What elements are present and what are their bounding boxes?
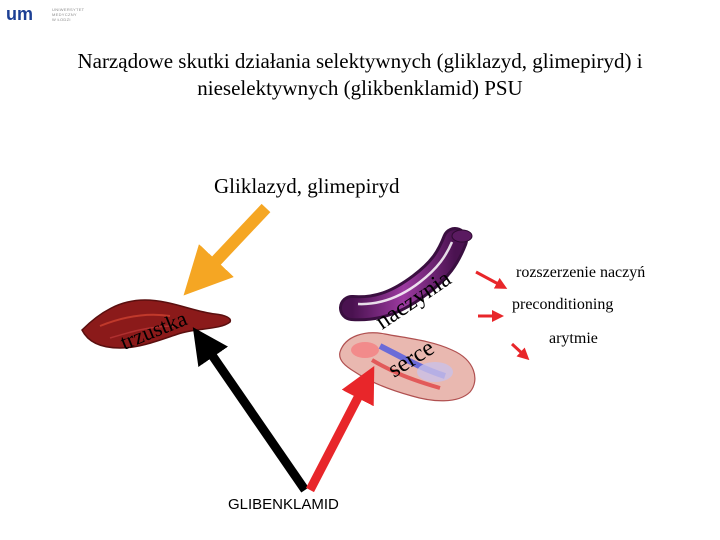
vessel-illustration: naczynia [339,227,473,335]
effect-arrhythmia: arytmie [549,330,598,347]
pancreas-illustration: trzustka [81,299,232,355]
logo-line-1: UNIWERSYTET [52,6,85,12]
effect-vasodilation: rozszerzenie naczyń [516,264,646,281]
logo-line-3: W ŁODZI [52,16,71,22]
logo-line-2: MEDYCZNY [52,11,77,17]
effect-arrow-icon [510,342,530,361]
page-title: Narządowe skutki działania selektywnych … [77,49,643,100]
logo-text: UNIWERSYTET MEDYCZNY W ŁODZI [52,7,84,22]
effect-preconditioning: preconditioning [512,296,614,313]
university-logo: um UNIWERSYTET MEDYCZNY W ŁODZI [4,4,84,24]
selective-arrow-icon [183,203,271,296]
glibenclamide-heart-arrow-icon [306,366,375,493]
svg-text:um: um [6,4,33,24]
effect-arrow-icon [475,270,508,289]
glibenclamide-label: GLIBENKLAMID [228,496,339,513]
selective-drugs-label: Gliklazyd, glimepiryd [214,174,400,198]
glibenclamide-pancreas-arrow-icon [192,327,309,493]
um-logo-icon: um [6,4,33,24]
